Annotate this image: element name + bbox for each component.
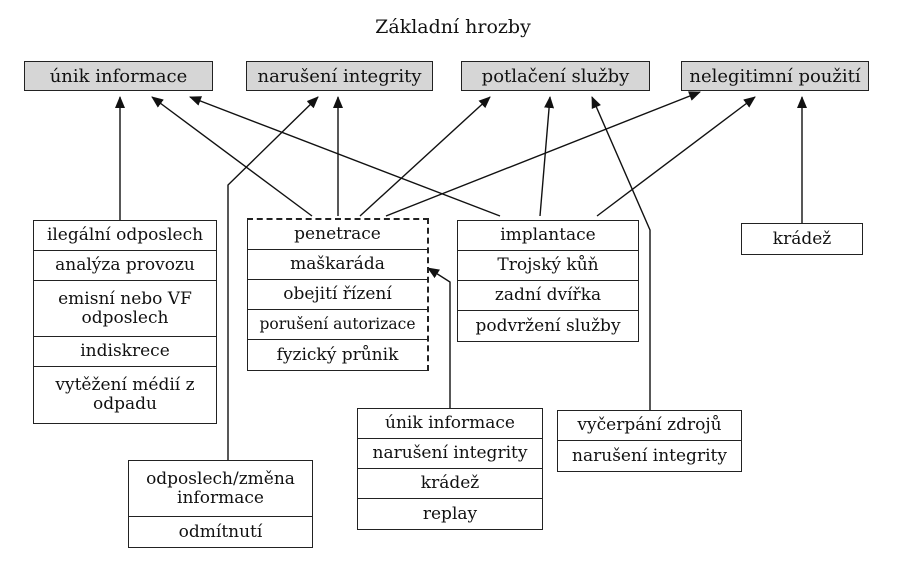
cell-c-1: Trojský kůň — [458, 251, 638, 281]
threat-nelegitimni-pouziti: nelegitimní použití — [681, 61, 869, 91]
arrow-implantace-to-t3 — [539, 96, 555, 217]
cell-b-4: fyzický průnik — [276, 344, 399, 365]
box-group-d: krádež — [741, 223, 863, 255]
box-group-f: únik informace narušení integrity krádež… — [357, 408, 543, 530]
cell-a-2: emisní nebo VF odposlech — [34, 281, 216, 337]
cell-d-0: krádež — [772, 228, 832, 249]
threat-naruseni-integrity: narušení integrity — [246, 61, 433, 91]
box-group-g: vyčerpání zdrojů narušení integrity — [557, 410, 742, 472]
cell-b-2: obejití řízení — [248, 280, 427, 310]
cell-a-1: analýza provozu — [34, 251, 216, 281]
arrow-implantace-to-t1 — [189, 96, 501, 217]
cell-a-3: indiskrece — [34, 337, 216, 367]
threat-potlaceni-sluzby: potlačení služby — [461, 61, 650, 91]
cell-b-3: porušení autorizace — [248, 310, 427, 340]
cell-c-0: implantace — [458, 221, 638, 251]
box-group-c: implantace Trojský kůň zadní dvířka podv… — [457, 220, 639, 342]
cell-a-0: ilegální odposlech — [34, 221, 216, 251]
cell-f-1: narušení integrity — [358, 439, 542, 469]
box-group-e: odposlech/změna informace odmítnutí — [128, 460, 313, 548]
arrow-penetrace-to-t4 — [385, 91, 701, 217]
arrow-penetrace-to-t1 — [151, 96, 313, 217]
arrow-odposlech-to-t2 — [227, 96, 319, 460]
cell-b-0: penetrace — [248, 220, 427, 250]
cell-c-2: zadní dvířka — [458, 281, 638, 311]
box-group-b: penetrace maškaráda obejití řízení poruš… — [247, 218, 429, 371]
arrow-group-g-to-t3 — [591, 96, 651, 410]
cell-e-0: odposlech/změna informace — [129, 461, 312, 517]
arrow-penetrace-to-t3 — [359, 96, 491, 217]
arrow-implantace-to-t4 — [596, 96, 756, 217]
cell-f-3: replay — [422, 503, 478, 524]
cell-f-0: únik informace — [358, 409, 542, 439]
cell-f-2: krádež — [358, 469, 542, 499]
cell-g-0: vyčerpání zdrojů — [558, 411, 741, 441]
cell-b-1: maškaráda — [248, 250, 427, 280]
threat-unik-informace: únik informace — [24, 61, 213, 91]
cell-e-1: odmítnutí — [178, 521, 263, 542]
box-group-a: ilegální odposlech analýza provozu emisn… — [33, 220, 217, 424]
cell-a-4: vytěžení médií z odpadu — [55, 375, 195, 414]
diagram-title: Základní hrozby — [375, 16, 531, 38]
cell-g-1: narušení integrity — [572, 445, 727, 466]
cell-c-3: podvržení služby — [475, 315, 621, 336]
arrow-group-f-to-maskarada — [427, 267, 451, 408]
